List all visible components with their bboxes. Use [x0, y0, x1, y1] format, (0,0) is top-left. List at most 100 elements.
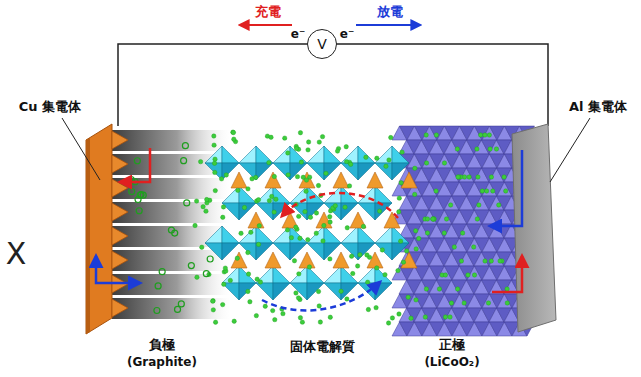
lithium-ion — [460, 231, 464, 235]
octahedron-facet — [290, 283, 307, 300]
lithium-ion — [324, 171, 328, 175]
lithium-ion — [497, 203, 501, 207]
lithium-ion — [178, 301, 184, 307]
electrolyte-octahedron — [239, 146, 273, 180]
charge-flow-arrow — [492, 256, 522, 292]
electrolyte-tetrahedron — [333, 252, 349, 268]
lithium-ion — [489, 259, 493, 263]
lithium-ion — [303, 209, 307, 213]
lithium-ion — [476, 175, 480, 179]
lithium-ion — [345, 226, 349, 230]
octahedron-facet — [273, 146, 290, 163]
solid-electrolyte — [205, 146, 417, 300]
lithium-ion — [355, 264, 359, 268]
electrolyte-octahedron — [324, 266, 358, 300]
lithium-ion — [431, 217, 435, 221]
lithium-ion — [250, 177, 254, 181]
lithium-ion — [175, 306, 181, 312]
octahedron-facet — [239, 226, 256, 243]
lithium-ion — [299, 160, 303, 164]
lithium-ion — [344, 159, 348, 163]
lithium-ion — [134, 158, 140, 164]
lithium-ion — [205, 197, 209, 201]
cu-tooth — [112, 299, 128, 317]
cu-tooth — [112, 203, 128, 221]
part-label: 正極 — [439, 337, 465, 353]
lithium-ion — [213, 188, 217, 192]
lithium-ion — [232, 319, 236, 323]
lithium-ion — [182, 143, 188, 149]
lithium-ion — [398, 239, 402, 243]
lithium-ion — [449, 301, 453, 305]
lithium-ion — [328, 214, 332, 218]
lithium-ion — [204, 209, 208, 213]
octahedron-facet — [273, 283, 290, 300]
lithium-ion — [300, 320, 304, 324]
lithium-ion — [316, 289, 320, 293]
lithium-ion — [456, 175, 460, 179]
lithium-ion — [457, 175, 461, 179]
lithium-ion — [318, 320, 322, 324]
lithium-ion — [387, 158, 391, 162]
charge-flow-arrow — [120, 148, 150, 182]
lithium-ion — [322, 223, 326, 227]
lithium-ion — [297, 272, 301, 276]
electrolyte-tetrahedron — [401, 252, 417, 268]
lithium-ion — [283, 136, 287, 140]
lithium-ion — [366, 307, 370, 311]
electrolyte-tetrahedron — [248, 212, 264, 228]
lithium-ion — [231, 130, 235, 134]
lithium-ion — [475, 147, 479, 151]
lithium-ion — [254, 313, 258, 317]
lithium-ion — [255, 277, 259, 281]
lithium-ion — [286, 173, 290, 177]
lithium-ion — [389, 135, 393, 139]
electrolyte-tetrahedron — [350, 212, 366, 228]
lithium-ion — [246, 250, 250, 254]
lithium-ion — [472, 273, 476, 277]
lithium-ion — [320, 134, 324, 138]
lithium-ion — [281, 311, 285, 315]
octahedron-facet — [324, 226, 341, 243]
electrolyte-tetrahedron — [299, 252, 315, 268]
lithium-ion — [455, 287, 459, 291]
electrolyte-octahedron — [205, 226, 239, 260]
electron-label: e⁻ — [340, 27, 354, 41]
lithium-ion — [375, 156, 379, 160]
lithium-ion — [442, 231, 446, 235]
lithium-ion — [471, 245, 475, 249]
electrolyte-octahedron — [205, 146, 239, 180]
octahedron-facet — [392, 146, 409, 163]
leader-line — [62, 118, 100, 180]
lithium-ion — [306, 148, 310, 152]
lithium-ion — [239, 231, 243, 235]
electrolyte-octahedron — [341, 226, 375, 260]
al-collector — [512, 124, 556, 332]
octahedron-facet — [290, 163, 307, 180]
lithium-ion — [424, 133, 428, 137]
lithium-ion — [269, 135, 273, 139]
lithium-ion — [155, 283, 161, 289]
lithium-ion — [390, 316, 394, 320]
lithium-ion — [400, 150, 404, 154]
octahedron-facet — [239, 186, 256, 203]
lithium-ion — [491, 189, 495, 193]
electrolyte-tetrahedron — [401, 172, 417, 188]
octahedron-facet — [324, 146, 341, 163]
octahedron-facet — [273, 163, 290, 180]
octahedron-facet — [290, 146, 307, 163]
lithium-ion — [486, 301, 490, 305]
electrolyte-tetrahedron — [316, 212, 332, 228]
lithium-ion — [308, 215, 312, 219]
graphite-layer — [112, 130, 230, 151]
octahedron-facet — [239, 283, 256, 300]
cu-tooth — [112, 155, 128, 173]
node-text: V — [317, 37, 327, 51]
cu-collector — [86, 124, 112, 334]
lithium-ion — [386, 321, 390, 325]
lithium-ion — [129, 189, 135, 195]
lithium-ion — [263, 304, 267, 308]
octahedron-facet — [307, 163, 324, 180]
electrolyte-octahedron — [239, 226, 273, 260]
octahedron-facet — [341, 266, 358, 283]
